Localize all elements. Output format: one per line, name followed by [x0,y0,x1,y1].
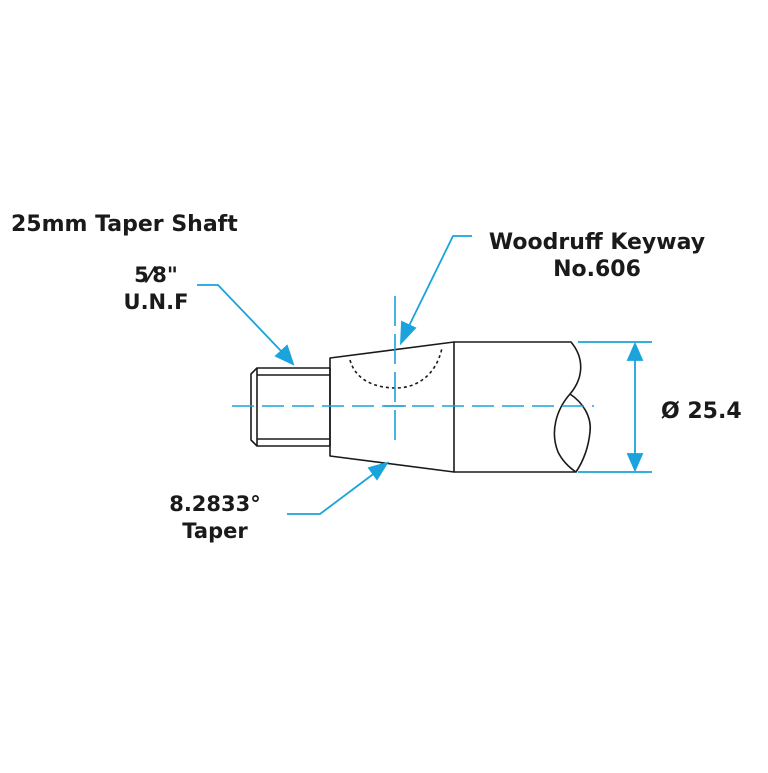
main-shaft [454,341,582,473]
thread-arrowhead [274,344,295,366]
keyway-type-text: Woodruff Keyway [488,230,706,255]
drawing-title: 25mm Taper Shaft [11,212,238,237]
keyway-callout [399,235,472,346]
diameter-label: Ø 25.4 [661,399,742,424]
keyway-label: Woodruff Keyway No.606 [480,229,714,283]
thread-label: 5⁄8" U.N.F [108,262,204,316]
thread-standard-text: U.N.F [123,290,189,314]
taper-word-text: Taper [182,519,248,543]
keyway-arrowhead [399,320,417,346]
thread-body [256,367,331,447]
dimension-arrow-bottom [626,453,644,473]
thread-size-text: 5⁄8" [134,263,178,287]
diameter-dimension [578,341,652,473]
keyway-number-text: No.606 [553,257,641,282]
taper-arrowhead [367,461,389,481]
shaft-outline [250,341,592,473]
taper-body [329,341,455,473]
thread-chamfer [250,367,258,447]
taper-angle-text: 8.2833° [169,492,261,516]
keyway-hidden-line [349,347,443,389]
shaft-break-curve [569,393,592,473]
thread-callout [197,284,295,366]
dimension-arrow-top [626,341,644,361]
taper-callout [287,461,389,515]
taper-label: 8.2833° Taper [160,491,270,545]
